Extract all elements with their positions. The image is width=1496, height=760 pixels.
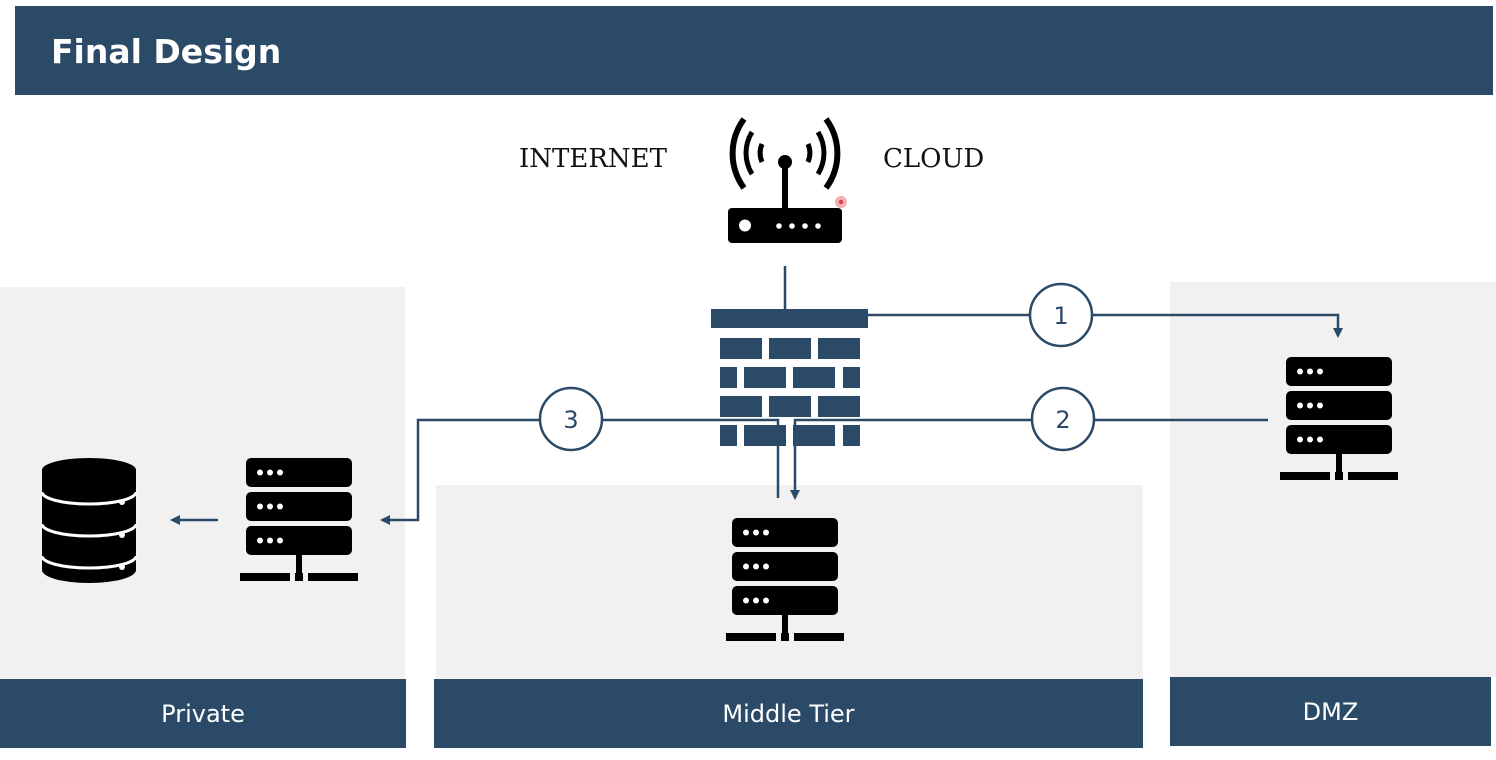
dmz-server-icon <box>1280 357 1398 480</box>
database-icon <box>40 458 138 583</box>
flow-2-number: 2 <box>1055 406 1070 434</box>
middle-tier-zone <box>436 485 1143 679</box>
dmz-zone-label: DMZ <box>1170 677 1491 746</box>
private-server-icon <box>240 458 358 581</box>
flow-1-number: 1 <box>1053 302 1068 330</box>
flow-1-line <box>868 313 1343 338</box>
dmz-zone <box>1170 282 1496 677</box>
page-title: Final Design <box>51 32 282 71</box>
flow-3-number: 3 <box>563 406 578 434</box>
private-zone-label: Private <box>0 679 406 748</box>
flow-3-badge: 3 <box>538 386 604 452</box>
flow-2-line <box>790 418 1268 500</box>
wifi-router-icon <box>728 117 847 243</box>
flow-1-badge: 1 <box>1028 282 1094 348</box>
cloud-label: CLOUD <box>883 144 985 174</box>
firewall-icon <box>711 309 868 446</box>
flow-2-badge: 2 <box>1030 386 1096 452</box>
middle-tier-zone-label: Middle Tier <box>434 679 1143 748</box>
header-bar: Final Design <box>15 6 1493 95</box>
middle-tier-server-icon <box>726 518 844 641</box>
internet-label: INTERNET <box>519 144 667 174</box>
